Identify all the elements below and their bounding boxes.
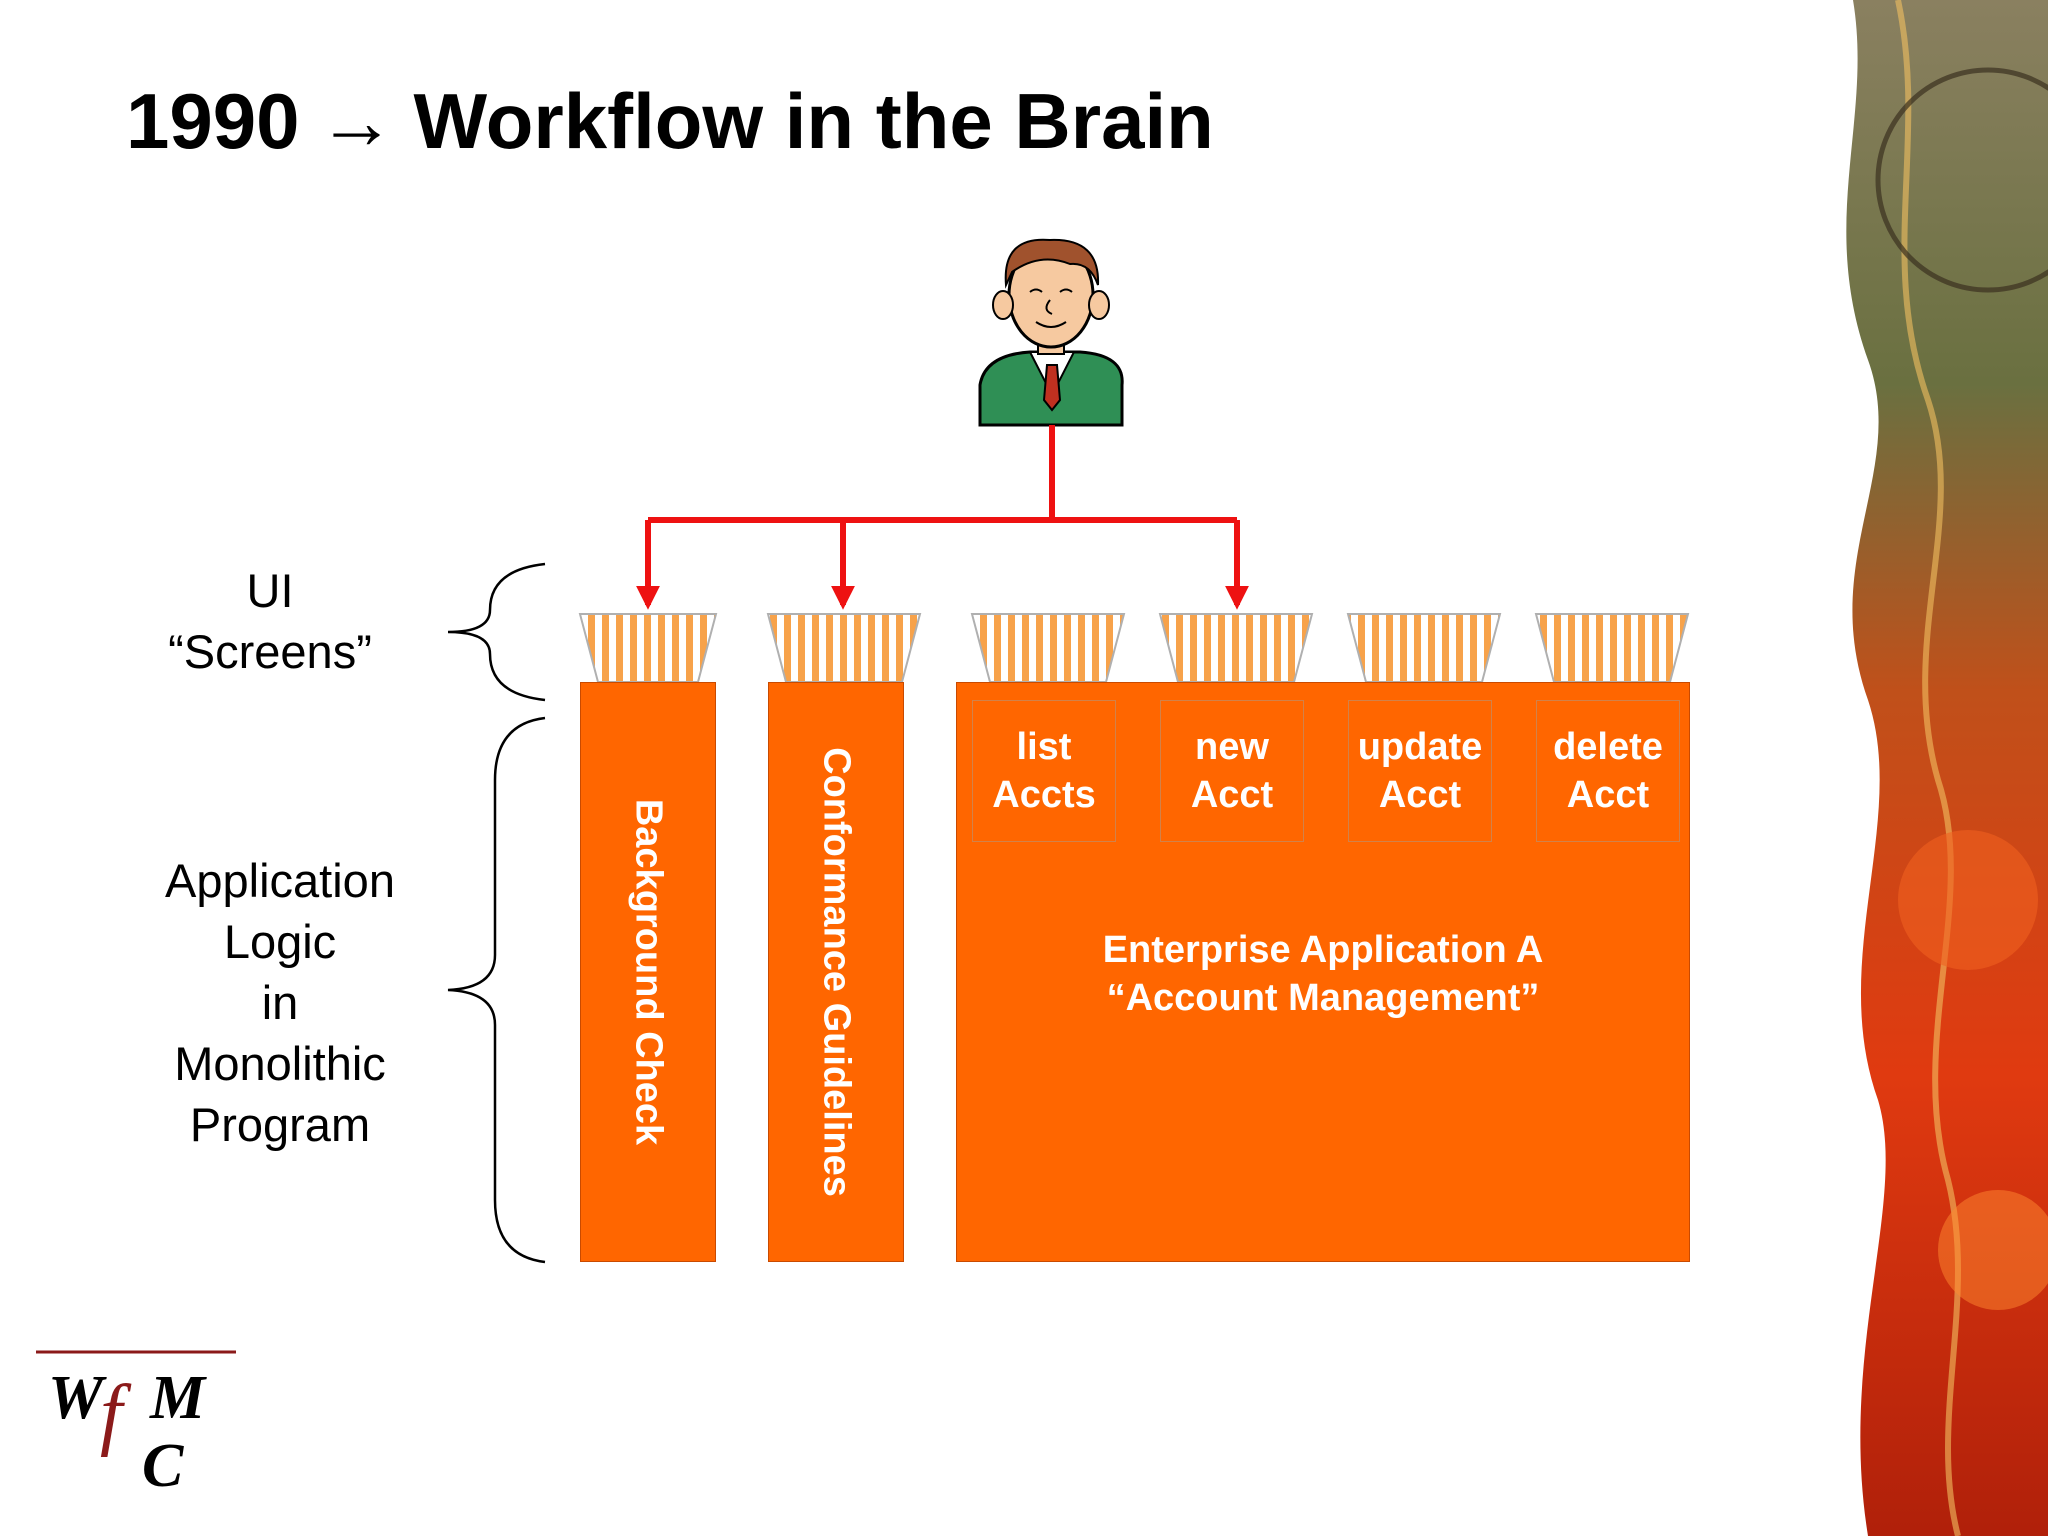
conformance-guidelines-label: Conformance Guidelines <box>815 747 858 1197</box>
decorative-border-art <box>1846 0 2048 1536</box>
curly-brace-icon <box>447 562 546 702</box>
screen-label: Accts <box>992 774 1096 816</box>
background-check-module: Background Check <box>580 682 716 1262</box>
enterprise-application-label: Enterprise Application A “Account Manage… <box>956 926 1690 1022</box>
wfmc-logo: W f M C <box>36 1350 236 1500</box>
app-label-line: Logic <box>223 915 337 968</box>
title-arrow-icon: → <box>317 77 396 165</box>
svg-text:W: W <box>48 1364 107 1432</box>
enterprise-application-module <box>956 682 1690 1262</box>
title-year: 1990 <box>126 77 300 165</box>
app-label-line: Program <box>189 1098 371 1151</box>
title-text: Workflow in the Brain <box>413 77 1214 165</box>
ui-screen-conformance <box>766 613 922 683</box>
screen-label: new <box>1195 726 1269 768</box>
curly-brace-icon <box>447 716 546 1264</box>
svg-text:f: f <box>100 1370 132 1458</box>
app-label-line: in <box>261 976 299 1029</box>
enterprise-line1: Enterprise Application A <box>1102 929 1544 971</box>
page-title: 1990→Workflow in the Brain <box>126 76 1214 167</box>
screen-label: Acct <box>1190 774 1274 816</box>
arrow-connectors <box>636 425 1249 610</box>
ui-screen-trapezoids <box>578 613 1690 683</box>
screen-label: update <box>1357 726 1483 768</box>
businessman-icon <box>978 238 1124 427</box>
ui-screen-new <box>1158 613 1314 683</box>
ui-screen-background <box>578 613 718 683</box>
ui-label-line2: “Screens” <box>168 625 372 678</box>
app-label-line: Monolithic <box>174 1037 386 1090</box>
ui-screen-list <box>970 613 1126 683</box>
svg-text:M: M <box>149 1364 207 1432</box>
background-check-label: Background Check <box>627 798 670 1146</box>
ui-screen-delete <box>1534 613 1690 683</box>
screen-label: delete <box>1553 726 1663 768</box>
screen-label: list <box>1016 726 1072 768</box>
application-logic-label: Application Logic in Monolithic Program <box>130 850 430 1155</box>
ui-screens-label: UI “Screens” <box>130 560 410 682</box>
svg-text:C: C <box>142 1432 184 1500</box>
enterprise-line2: “Account Management” <box>1106 977 1540 1019</box>
app-label-line: Application <box>165 854 395 907</box>
ui-label-line1: UI <box>246 564 294 617</box>
ui-screen-update <box>1346 613 1502 683</box>
screen-label: Acct <box>1566 774 1650 816</box>
screen-label: Acct <box>1378 774 1462 816</box>
conformance-guidelines-module: Conformance Guidelines <box>768 682 904 1262</box>
